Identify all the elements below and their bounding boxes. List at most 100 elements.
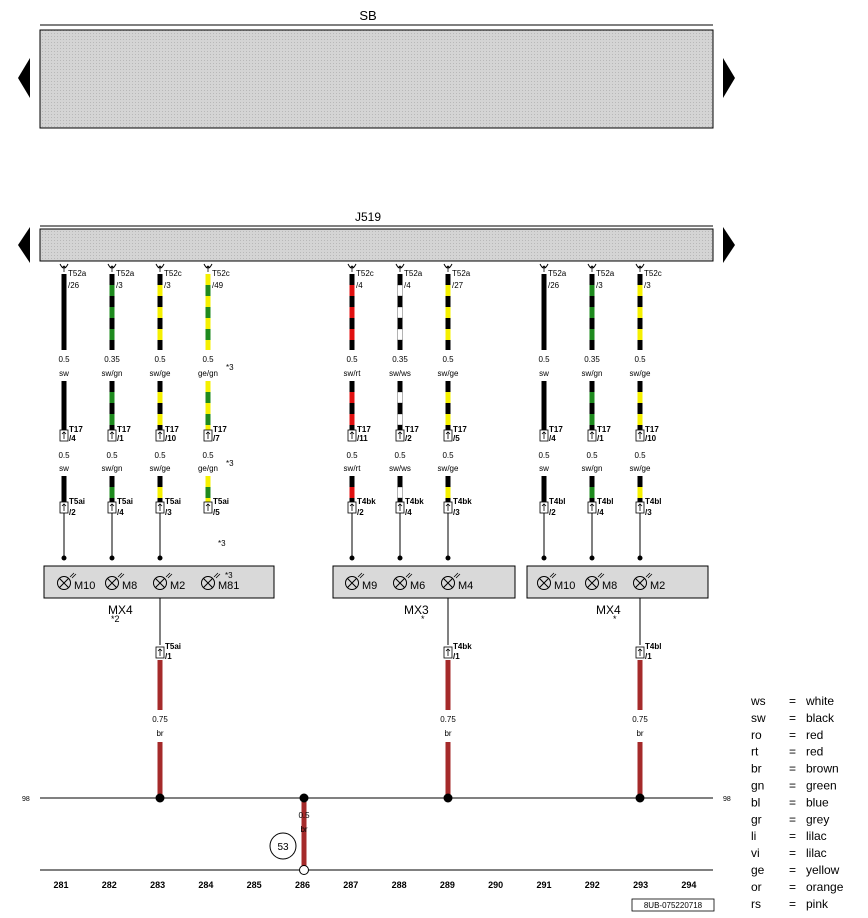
junction-dot — [445, 555, 451, 561]
connector-arrow-icon — [637, 648, 643, 656]
wire-size-lower: 0.5 — [586, 451, 598, 460]
top-connector-pin: /26 — [68, 281, 80, 290]
top-connector-name: T52a — [548, 269, 567, 278]
ground-terminal — [299, 865, 309, 875]
column-number: 287 — [343, 880, 358, 890]
wire-segment — [445, 425, 451, 430]
module-box-mx4b — [526, 565, 709, 599]
lower-connector-pin: /2 — [549, 508, 556, 517]
wire-segment — [349, 487, 355, 498]
pin-arrow-icon — [589, 265, 595, 272]
ground-wire — [301, 802, 307, 866]
top-connector-pin: /3 — [644, 281, 651, 290]
lamp-label: M10 — [554, 580, 575, 592]
junction-dot — [637, 555, 643, 561]
wire-segment — [109, 487, 115, 498]
pin-arrow-icon — [157, 265, 163, 272]
wire-segment — [205, 392, 211, 403]
top-connector-name: T52c — [644, 269, 662, 278]
wire-segment — [109, 340, 115, 350]
wire-segment — [205, 403, 211, 414]
ground-wire-segment — [157, 660, 163, 710]
wire-segment — [589, 425, 595, 430]
lamp-icon — [633, 576, 647, 590]
wire-size-lower: 0.5 — [202, 451, 214, 460]
t17-name: T17 — [453, 425, 467, 434]
wire-segment — [637, 296, 643, 307]
top-connector-name: T52a — [116, 269, 135, 278]
legend-code: gr — [751, 812, 762, 826]
ground-connector-pin: /1 — [453, 652, 460, 661]
connector-arrow-icon — [109, 503, 115, 511]
module-note-mx4b: * — [613, 614, 617, 624]
junction-dot — [299, 793, 309, 803]
light-rays-icon — [165, 572, 173, 579]
lower-connector-name: T4bk — [357, 497, 376, 506]
column-number: 289 — [440, 880, 455, 890]
ground-wire-size: 0.75 — [152, 715, 168, 724]
wire-segment — [157, 476, 163, 487]
ground-connector-name: T4bk — [453, 642, 472, 651]
wire-segment — [637, 425, 643, 430]
wire-size: 0.35 — [584, 355, 600, 364]
legend-code: bl — [751, 795, 760, 809]
legend-code: vi — [751, 846, 760, 860]
wire-code: sw/ge — [150, 369, 171, 378]
wire-segment — [61, 274, 67, 350]
column-number: 290 — [488, 880, 503, 890]
wire-code: sw/ws — [389, 369, 411, 378]
wire-segment — [445, 476, 451, 487]
wire-segment — [397, 425, 403, 430]
lamp-label: M10 — [74, 580, 95, 592]
connector-arrow-icon — [61, 503, 67, 511]
junction-dot — [589, 555, 595, 561]
wire-segment — [205, 307, 211, 318]
pin-arrow-icon — [637, 265, 643, 272]
wire-segment — [109, 381, 115, 392]
lamp-cross-icon — [59, 578, 69, 588]
wire-segment — [109, 274, 115, 285]
legend-code: ge — [751, 863, 765, 877]
pin-arrow-icon — [349, 265, 355, 272]
wire-segment — [589, 381, 595, 392]
wire-segment — [397, 274, 403, 285]
lamp-cross-icon — [587, 578, 597, 588]
top-connector-name: T52a — [404, 269, 423, 278]
t17-pin: /4 — [549, 434, 556, 443]
wire-segment — [157, 403, 163, 414]
legend-equals: = — [789, 829, 796, 843]
wire-segment — [109, 296, 115, 307]
wire-segment — [205, 476, 211, 487]
lamp-label: M2 — [650, 580, 665, 592]
wire-size: 0.5 — [346, 355, 358, 364]
wire-segment — [157, 487, 163, 498]
connector-arrow-icon — [589, 431, 595, 439]
lamp-label: M4 — [458, 580, 473, 592]
wire-segment — [349, 307, 355, 318]
wire-note: *3 — [218, 539, 226, 548]
wire-size-lower: 0.5 — [58, 451, 70, 460]
junction-dot — [61, 555, 67, 561]
column-number: 283 — [150, 880, 165, 890]
ground-wire-code: br — [444, 729, 451, 738]
wire-segment — [589, 498, 595, 502]
legend-equals: = — [789, 728, 796, 742]
wire-segment — [637, 414, 643, 425]
wire-size: 0.5 — [58, 355, 70, 364]
wire-segment — [589, 285, 595, 296]
lamp-icon — [585, 576, 599, 590]
wire-segment — [157, 498, 163, 502]
wire-segment — [589, 340, 595, 350]
wire-segment — [157, 318, 163, 329]
sb-label: SB — [359, 8, 376, 23]
wire-segment — [445, 381, 451, 392]
lamp-cross-icon — [107, 578, 117, 588]
legend-name: brown — [806, 762, 839, 776]
lamp-icon — [345, 576, 359, 590]
legend-name: lilac — [806, 829, 827, 843]
junction-dot — [349, 555, 355, 561]
